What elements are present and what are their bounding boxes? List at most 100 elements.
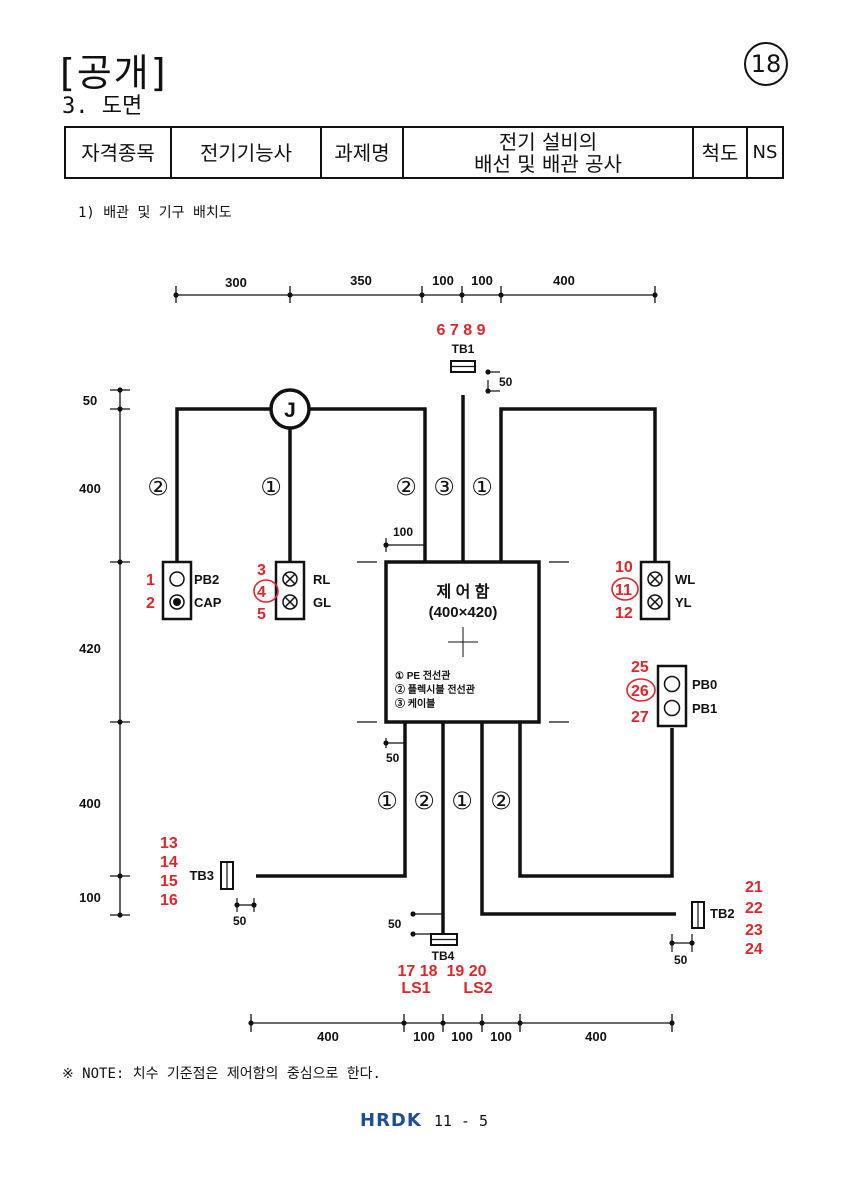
dim-left-400b: 400	[79, 796, 101, 811]
conduit-mark-box-left: ②	[395, 473, 417, 501]
conduit-mark-tb2: ①	[451, 787, 473, 815]
dim-left-50: 50	[83, 393, 97, 408]
dim-top-400: 400	[553, 273, 575, 288]
cell-qualification-label: 자격종목	[64, 126, 172, 179]
red-10: 10	[615, 559, 633, 576]
control-box: 제 어 함 (400×420) ① PE 전선관 ② 플렉시블 전선관 ③ 케이…	[384, 560, 541, 724]
device-wl-yl: WL YL	[639, 560, 695, 621]
red-12: 12	[615, 605, 633, 622]
dim-top-100a: 100	[432, 273, 454, 288]
header-table: 자격종목 전기기능사 과제명 전기 설비의 배선 및 배관 공사 척도 NS	[64, 126, 784, 179]
dim-tb3-50: 50	[233, 914, 247, 928]
label-tb1: TB1	[452, 342, 475, 356]
red-21: 21	[745, 879, 763, 896]
label-pb0: PB0	[692, 677, 717, 692]
dim-top-100b: 100	[471, 273, 493, 288]
task-line-1: 전기 설비의	[498, 129, 598, 154]
dim-bot-100a: 100	[413, 1029, 435, 1044]
red-22: 22	[745, 900, 763, 917]
dim-bot-100b: 100	[451, 1029, 473, 1044]
device-rl-gl: RL GL	[274, 560, 331, 621]
legend-cable: ③ 케이블	[395, 697, 435, 710]
dim-box-100: 100	[393, 525, 413, 539]
label-cap: CAP	[194, 595, 222, 610]
red-ls1: LS1	[401, 980, 430, 997]
terminal-tb2: TB2	[691, 901, 735, 929]
conduit-lines	[175, 395, 676, 934]
label-yl: YL	[675, 595, 692, 610]
footer: HRDK 11 - 5	[360, 1110, 488, 1131]
device-pb2-cap: PB2 CAP	[161, 560, 222, 621]
red-3: 3	[257, 562, 266, 579]
device-pb0-pb1: PB0 PB1	[656, 664, 717, 728]
dim-tb2-50: 50	[674, 953, 688, 967]
task-line-2: 배선 및 배관 공사	[474, 151, 622, 176]
dim-top-300: 300	[225, 275, 247, 290]
dimension-note: ※ NOTE: 치수 기준점은 제어함의 중심으로 한다.	[62, 1066, 381, 1082]
red-tb4-numbers: 17 18 19 20	[398, 963, 487, 980]
red-15: 15	[160, 873, 178, 890]
dim-tb4-50: 50	[388, 917, 402, 931]
page-title: [공개]	[60, 51, 168, 95]
label-tb3: TB3	[189, 868, 214, 883]
conduit-mark-wl: ①	[471, 473, 493, 501]
red-ls2: LS2	[463, 980, 492, 997]
label-rl: RL	[313, 572, 330, 587]
control-box-title: 제 어 함	[436, 582, 489, 601]
conduit-mark-rl: ①	[260, 473, 282, 501]
conduit-mark-tb4: ②	[413, 787, 435, 815]
legend-pe: ① PE 전선관	[395, 669, 451, 682]
red-26: 26	[631, 683, 649, 700]
control-box-size: (400×420)	[429, 604, 498, 621]
cell-task-label: 과제명	[320, 126, 404, 179]
dim-left-420: 420	[79, 641, 101, 656]
drawing-subtitle: 1) 배관 및 기구 배치도	[78, 205, 232, 221]
red-11: 11	[615, 582, 632, 599]
red-5: 5	[257, 606, 266, 623]
red-14: 14	[160, 854, 178, 871]
label-tb4: TB4	[432, 949, 455, 963]
red-24: 24	[745, 941, 763, 958]
dim-bot-400a: 400	[317, 1029, 339, 1044]
red-27: 27	[631, 709, 649, 726]
red-16: 16	[160, 892, 178, 909]
conduit-mark-tb1: ③	[433, 473, 455, 501]
terminal-tb1: TB1	[450, 342, 476, 373]
label-wl: WL	[675, 572, 695, 587]
red-4: 4	[257, 584, 266, 601]
conduit-mark-tb3: ①	[376, 787, 398, 815]
label-tb2: TB2	[710, 906, 735, 921]
label-gl: GL	[313, 595, 331, 610]
cell-task-value: 전기 설비의 배선 및 배관 공사	[402, 126, 694, 179]
dim-top-350: 350	[350, 273, 372, 288]
dim-left-100: 100	[79, 890, 101, 905]
label-pb2: PB2	[194, 572, 219, 587]
cell-qualification-value: 전기기능사	[170, 126, 322, 179]
label-pb1: PB1	[692, 701, 717, 716]
dim-bot-100c: 100	[490, 1029, 512, 1044]
top-dimension	[175, 286, 656, 303]
cell-scale-label: 척도	[692, 126, 748, 179]
section-heading: 3. 도면	[62, 94, 143, 119]
cell-scale-value: NS	[746, 126, 784, 179]
legend-flex: ② 플렉시블 전선관	[395, 683, 476, 696]
dim-bot-400b: 400	[585, 1029, 607, 1044]
hrdk-logo: HRDK	[360, 1110, 422, 1131]
dim-tb1-50: 50	[499, 375, 513, 389]
dim-left-400a: 400	[79, 481, 101, 496]
page-badge: 18	[744, 42, 788, 86]
page-number: 11 - 5	[433, 1111, 489, 1130]
junction-label: J	[284, 399, 296, 422]
red-1: 1	[146, 572, 155, 589]
red-23: 23	[745, 922, 763, 939]
left-dimension	[110, 389, 130, 916]
red-25: 25	[631, 659, 649, 676]
conduit-mark-pb0: ②	[490, 787, 512, 815]
terminal-tb4: TB4	[430, 933, 458, 963]
terminal-tb3: TB3	[189, 861, 234, 890]
red-2: 2	[146, 595, 155, 612]
junction-box: J	[269, 388, 311, 430]
conduit-mark-pb2: ②	[147, 473, 169, 501]
red-13: 13	[160, 835, 178, 852]
